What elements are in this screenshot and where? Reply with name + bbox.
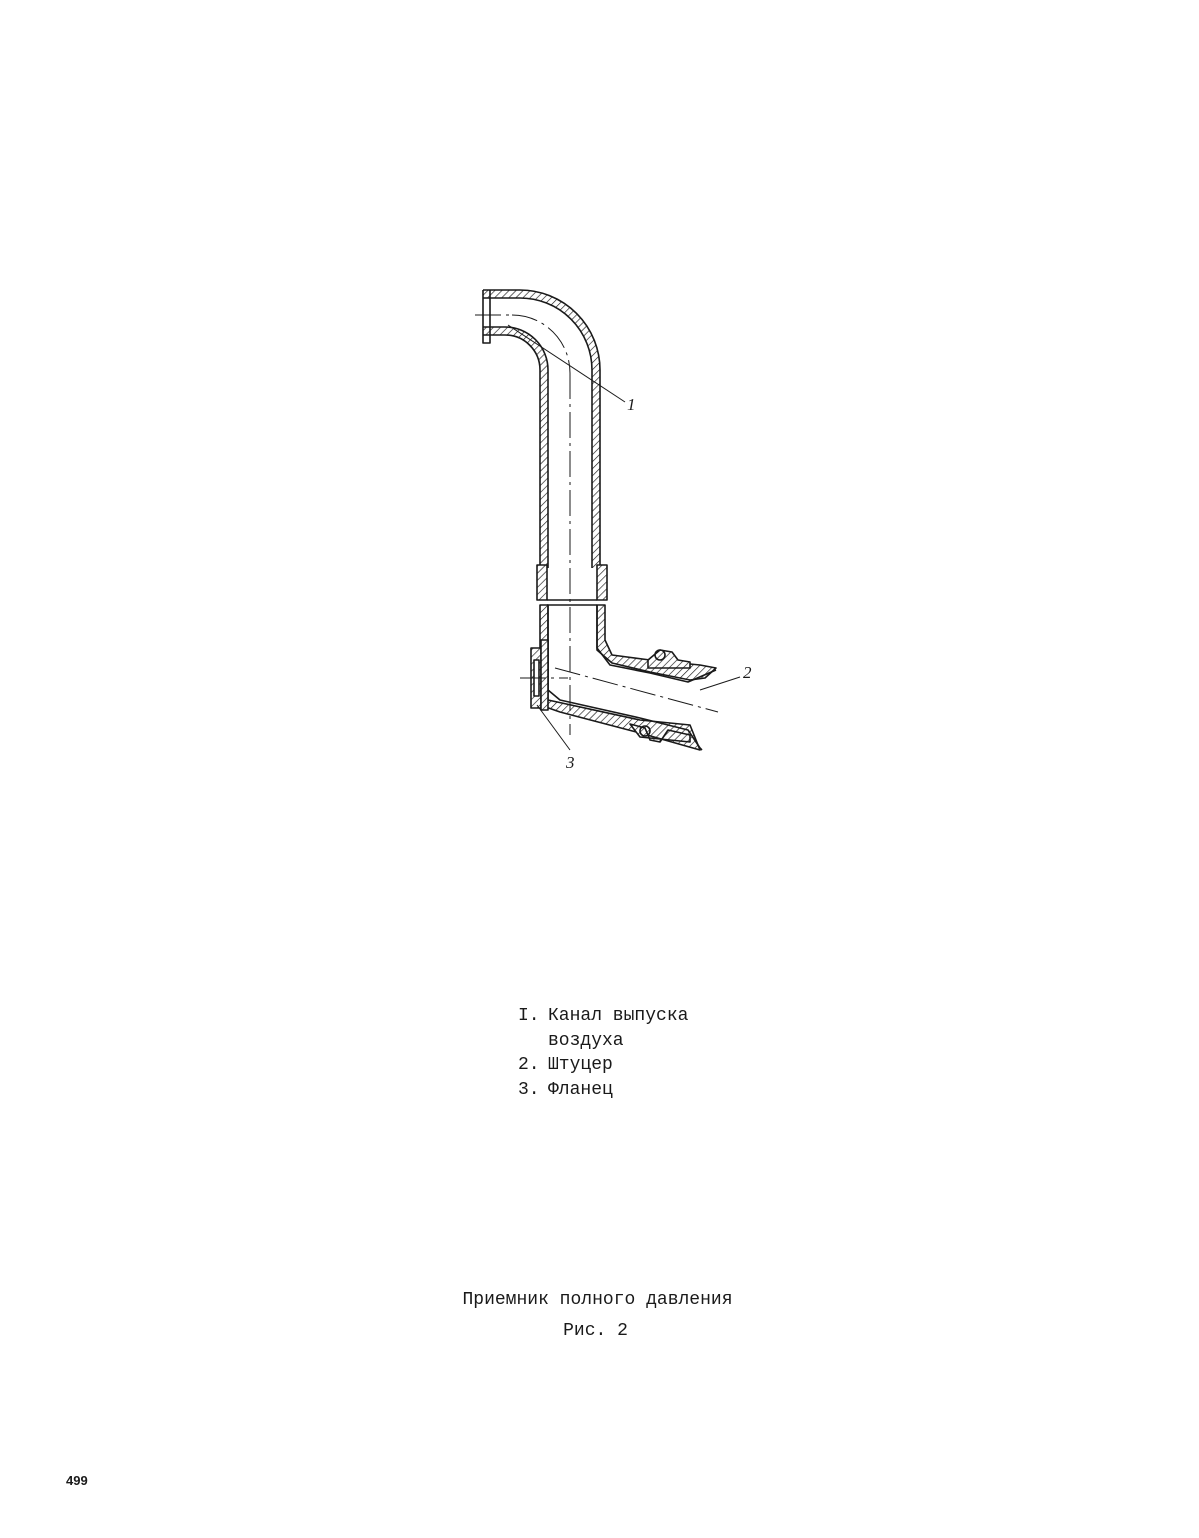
page-number: 499: [66, 1473, 88, 1488]
legend-number: 3.: [518, 1079, 540, 1100]
leader-2: [699, 676, 741, 691]
legend-number: I.: [518, 1006, 540, 1026]
callout-2: 2: [743, 663, 752, 682]
legend-item-continuation: воздуха: [518, 1029, 688, 1054]
centerline-bend: [511, 314, 571, 374]
figure-title: Приемник полного давления: [462, 1290, 733, 1310]
callout-1: 1: [627, 395, 636, 414]
legend-number: 2.: [518, 1055, 540, 1075]
figure-label: Рис. 2: [563, 1321, 628, 1341]
fitting-nut-top: [647, 649, 691, 669]
legend-label: Фланец: [548, 1079, 613, 1100]
callout-3: 3: [565, 753, 575, 772]
legend-item: 2. Штуцер: [518, 1053, 688, 1078]
legend-item: I. Канал выпуска: [518, 1004, 688, 1029]
elbow-outer-wall: [596, 604, 717, 681]
coupling-left: [536, 564, 548, 601]
upper-tube-outline: [482, 289, 601, 568]
centerline-fitting: [554, 667, 719, 713]
upper-tube-wall: [483, 290, 600, 568]
coupling-right: [596, 564, 608, 601]
leader-1: [507, 324, 626, 403]
parts-legend: I. Канал выпуска воздуха 2. Штуцер 3. Фл…: [518, 1004, 688, 1102]
legend-item: 3. Фланец: [518, 1078, 688, 1103]
legend-label: воздуха: [548, 1030, 624, 1051]
leader-3: [536, 704, 571, 751]
legend-label: Канал выпуска: [548, 1006, 689, 1026]
fitting-nut-bottom: [629, 723, 691, 743]
legend-label: Штуцер: [548, 1055, 613, 1075]
